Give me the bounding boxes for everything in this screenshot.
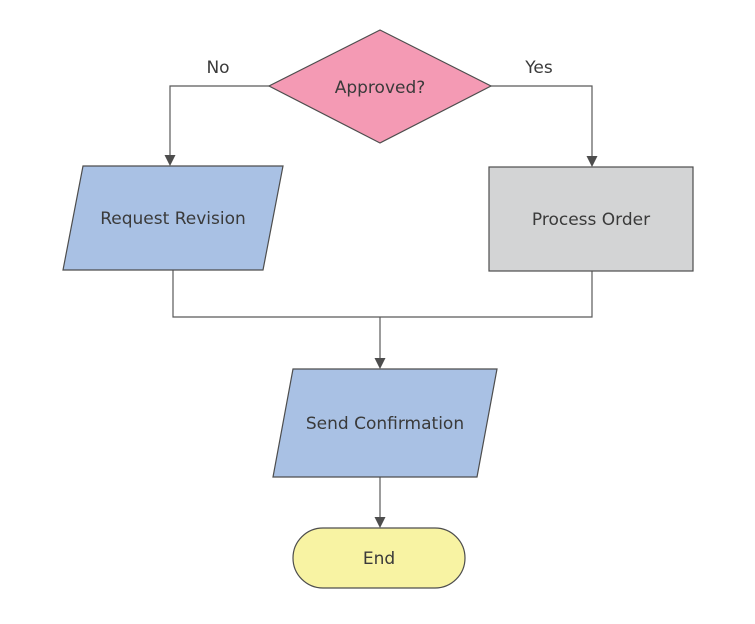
- end-node-shape: [292, 527, 466, 589]
- edge-merge-connector: [172, 270, 593, 318]
- edge-yes-branch: [491, 85, 593, 160]
- yes-branch-label: Yes: [524, 58, 553, 78]
- send-confirmation-node-label: Send Confirmation: [306, 414, 464, 434]
- arrowhead-into-end: [374, 517, 386, 528]
- request-revision-node-label: Request Revision: [100, 209, 246, 229]
- request-revision-node-shape: [62, 165, 284, 271]
- arrowhead-into-request-revision: [164, 155, 176, 166]
- send-confirmation-node-shape: [272, 368, 498, 478]
- decision-node-label: Approved?: [335, 78, 426, 98]
- no-branch-label: No: [206, 58, 229, 78]
- arrowhead-into-send-confirmation: [374, 358, 386, 369]
- process-order-node-shape: [488, 166, 694, 272]
- end-node-label: End: [363, 549, 395, 569]
- decision-node-shape: [267, 29, 493, 144]
- edge-no-branch: [169, 85, 269, 159]
- arrowhead-into-process-order: [586, 156, 598, 167]
- process-order-node-label: Process Order: [532, 210, 650, 230]
